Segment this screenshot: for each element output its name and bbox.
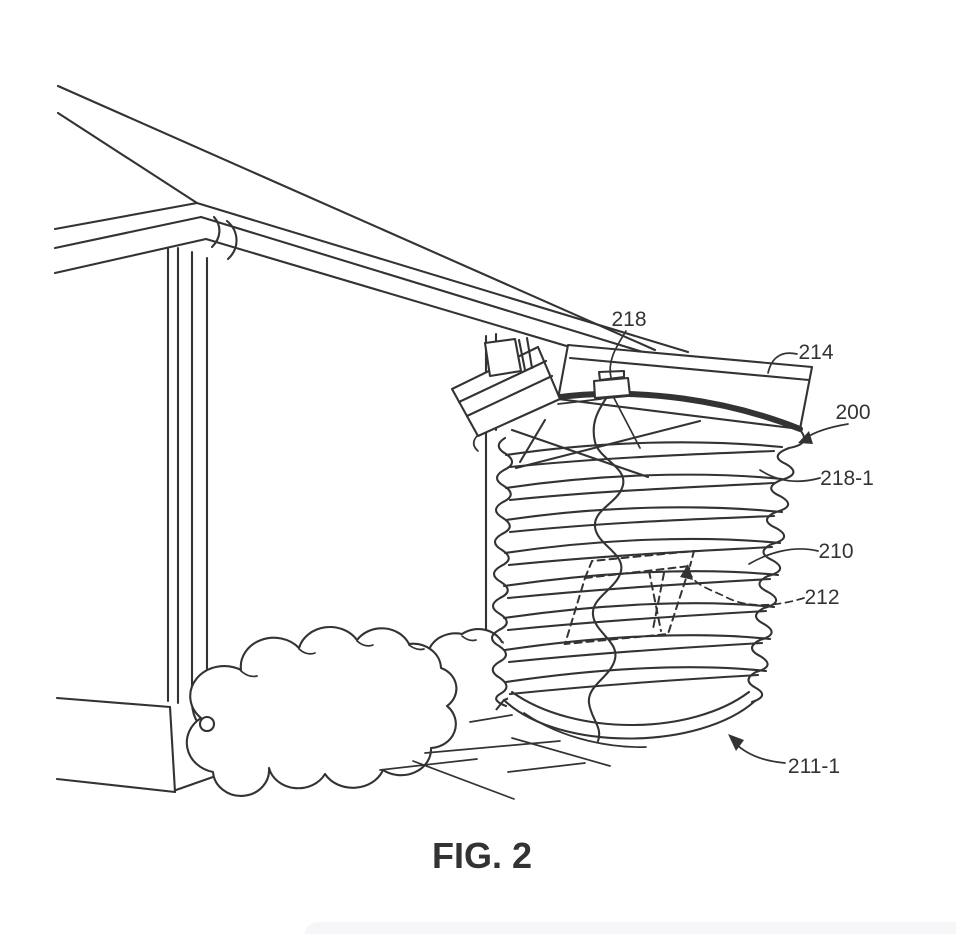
leader-211-1: [734, 742, 786, 764]
securing-clip: [557, 369, 641, 449]
foundation: [55, 696, 215, 794]
arrowhead-212: [680, 564, 693, 580]
ref-label-218: 218: [611, 308, 646, 331]
ref-label-218-1: 218-1: [820, 467, 874, 490]
package-dashed-outline: [563, 549, 696, 646]
annotations: 218 214 200 218-1 210 212 211-1: [609, 308, 874, 778]
gable-fascia: [53, 201, 208, 275]
ref-label-200: 200: [835, 401, 870, 424]
bush-cusp: [408, 644, 425, 651]
leader-214: [767, 352, 798, 374]
package-receptacle: [450, 336, 814, 748]
bush: [185, 625, 520, 797]
bottom-rim: [503, 690, 757, 748]
ref-label-214: 214: [798, 341, 833, 364]
hanger-bracket: [483, 336, 534, 378]
downspout-outlet: [198, 715, 216, 733]
ref-label-212: 212: [804, 586, 839, 609]
ground-hatching: [379, 714, 611, 800]
leader-212: [689, 572, 805, 606]
arrowhead-200: [798, 431, 813, 444]
bush-cusp: [461, 635, 477, 642]
bellows-folds: [502, 418, 784, 696]
leader-210: [748, 548, 819, 565]
figure-caption: FIG. 2: [432, 835, 532, 876]
bush-cusp: [356, 640, 374, 647]
bush-cusp: [298, 648, 316, 655]
page-edge-band: [304, 922, 956, 934]
roof-ridge-line: [56, 84, 657, 352]
leader-218-1: [759, 469, 821, 483]
cord: [587, 395, 625, 743]
downspout: [190, 215, 238, 731]
roof-rake-edge: [56, 111, 199, 205]
bellows-right-edge: [747, 428, 806, 704]
bush-cusp: [240, 670, 258, 678]
collar-dark-rim: [549, 390, 803, 432]
wall-corner-trim: [166, 246, 180, 705]
ref-label-211-1: 211-1: [788, 755, 840, 778]
top-collar: [549, 343, 814, 432]
bellows-left-edge: [490, 436, 514, 708]
bush-main-cloud: [185, 625, 458, 797]
leader-200: [805, 423, 849, 439]
arrowhead-211-1: [728, 734, 744, 751]
ref-label-210: 210: [818, 540, 853, 563]
leader-218: [609, 330, 627, 379]
